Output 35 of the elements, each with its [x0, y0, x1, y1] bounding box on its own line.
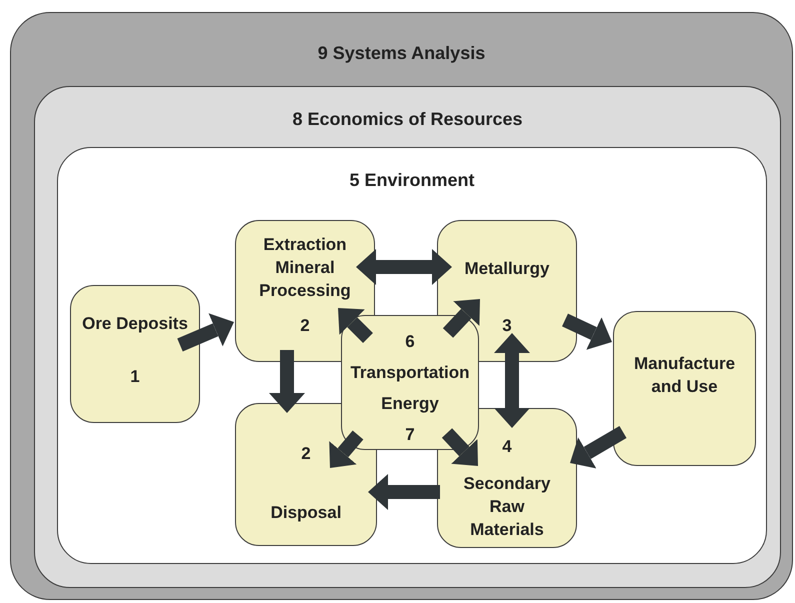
node-label: 2 [301, 443, 311, 465]
block-arrow [570, 426, 627, 468]
node-label: 2 [300, 315, 310, 337]
process-box [70, 285, 200, 423]
node-label: Extraction Mineral Processing [259, 234, 351, 302]
node-label: 4 [502, 436, 512, 458]
block-arrow [329, 430, 364, 468]
node-label: Disposal [270, 502, 342, 524]
block-arrow [442, 428, 478, 466]
block-arrow [368, 474, 440, 510]
block-arrow [177, 313, 234, 352]
block-arrow [338, 308, 373, 343]
panel-title: 5 Environment [349, 170, 475, 191]
node-label: Energy [381, 393, 439, 415]
group-panel [10, 12, 793, 600]
node-label: Secondary Raw Materials [464, 473, 550, 541]
block-arrow [442, 299, 480, 338]
block-arrow [562, 314, 612, 350]
process-box [613, 311, 756, 466]
node-label: Metallurgy [464, 258, 550, 280]
group-panel [57, 147, 767, 564]
group-panel [34, 86, 781, 588]
node-label: Ore Deposits [82, 313, 188, 335]
process-box [341, 315, 479, 450]
panel-title: 9 Systems Analysis [318, 43, 486, 64]
node-label: Manufacture and Use [634, 353, 736, 398]
block-arrow [269, 350, 305, 413]
block-arrow [494, 333, 530, 428]
panel-title: 8 Economics of Resources [292, 109, 523, 130]
node-label: 6 [405, 331, 415, 353]
node-label: Transportation [350, 362, 470, 384]
node-label: 7 [405, 424, 415, 446]
node-label: 1 [130, 366, 140, 388]
node-label: 3 [502, 315, 512, 337]
block-arrow [356, 249, 452, 285]
